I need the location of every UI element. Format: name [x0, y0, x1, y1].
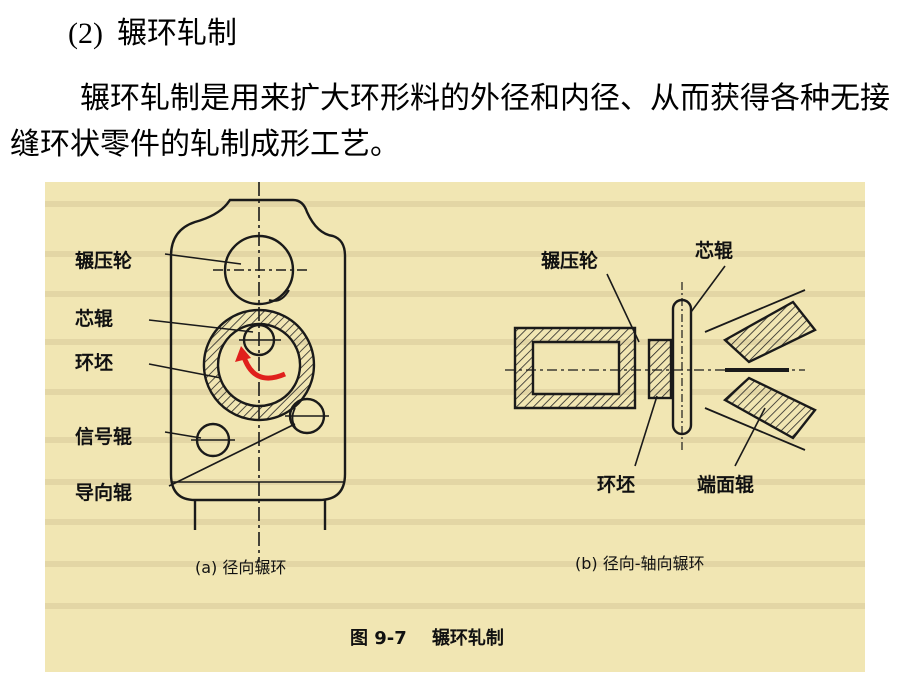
section-heading: (2) 辗环轧制: [68, 14, 237, 54]
section-number: (2): [68, 17, 103, 50]
label-ring-blank-a: 环坯: [75, 352, 114, 374]
frame-outline: [169, 198, 347, 502]
radial-axial-ring-rolling-diagram: [505, 265, 817, 467]
radial-ring-rolling-diagram: [148, 182, 347, 562]
label-mandrel-a: 芯辊: [75, 308, 114, 330]
figure-number: 图 9-7: [350, 628, 407, 649]
figure-title: 辗环轧制: [431, 628, 504, 649]
figure-drawing: [45, 182, 865, 609]
section-title: 辗环轧制: [116, 16, 237, 51]
caption-a: (a) 径向辗环: [195, 558, 287, 577]
end-roller-upper: [722, 300, 817, 364]
label-ring-blank-b: 环坯: [597, 474, 636, 496]
label-mandrel-b: 芯辊: [695, 240, 734, 262]
end-roller-lower: [722, 376, 817, 440]
ring-rolling-figure: 辗压轮 芯辊 环坯 信号辊 导向辊 辗压轮 芯辊 环坯 端面辊 (a) 径向辗环…: [45, 182, 865, 672]
figure-caption: 图 9-7 辗环轧制: [350, 624, 504, 650]
label-end-roller-b: 端面辊: [697, 474, 755, 496]
label-signal-roller-a: 信号辊: [75, 426, 133, 448]
ring-blank-section: [647, 338, 673, 400]
paragraph-text: 辗环轧制是用来扩大环形料的外径和内径、从而获得各种无接缝环状零件的轧制成形工艺。: [10, 81, 890, 162]
label-guide-roller-a: 导向辊: [75, 482, 133, 504]
label-pressure-roller-b: 辗压轮: [541, 250, 599, 272]
label-pressure-roller-a: 辗压轮: [75, 250, 133, 272]
body-paragraph: 辗环轧制是用来扩大环形料的外径和内径、从而获得各种无接缝环状零件的轧制成形工艺。: [10, 76, 890, 168]
pressure-roller-body: [513, 326, 637, 410]
caption-b: (b) 径向-轴向辗环: [575, 554, 705, 573]
